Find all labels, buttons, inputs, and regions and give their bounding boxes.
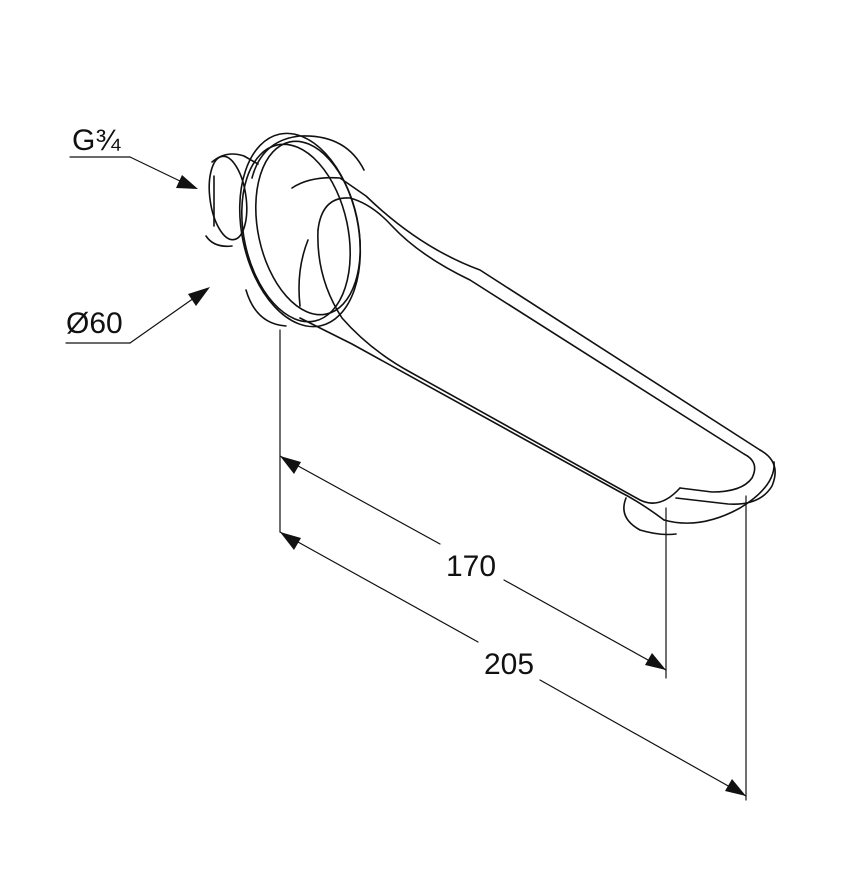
dimension-205-label: 205 [484, 648, 534, 681]
spout-body [291, 176, 776, 536]
extension-lines [279, 329, 747, 801]
dimension-170-label: 170 [446, 550, 496, 583]
dimension-170: 170 [279, 455, 667, 671]
thread-label: G¾ [72, 124, 121, 157]
flange-diameter-label: Ø60 [66, 307, 123, 340]
dimension-205: 205 [279, 531, 747, 797]
flange-diameter-leader: Ø60 [65, 287, 210, 344]
thread-connector [205, 153, 259, 248]
thread-leader: G¾ [69, 124, 198, 189]
wall-flange [238, 132, 365, 328]
